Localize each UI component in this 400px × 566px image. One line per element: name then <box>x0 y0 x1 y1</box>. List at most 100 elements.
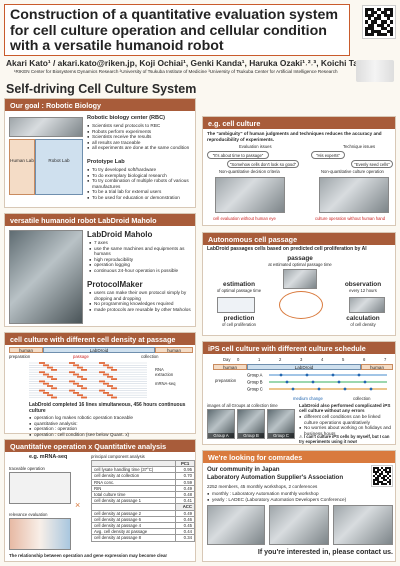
table-row: RNA conc.0.59 <box>90 478 195 486</box>
thumbnail-label: Group C <box>268 433 294 438</box>
passage-mark <box>99 371 105 374</box>
cycle-arrow-icon <box>279 291 323 319</box>
passage-mark <box>69 380 75 383</box>
density-labdroid-bar: LabDroid <box>43 347 155 353</box>
day-tick: 5 <box>342 357 345 362</box>
table-cell: 0.45 <box>175 522 195 530</box>
passage-mark <box>73 373 79 376</box>
comrades-stats: 2252 members, 45 monthly workshops, 2 co… <box>207 484 318 489</box>
ips-medium-change: medium change <box>293 396 323 401</box>
day-tick: 1 <box>258 357 261 362</box>
ips-section: iPS cell culture with different culture … <box>202 341 396 445</box>
list-item: No worries about working on holidays and… <box>299 425 393 436</box>
passage-mark <box>111 396 117 399</box>
estimation-sub: of optimal passage time <box>216 288 262 293</box>
passage-mark <box>81 396 87 399</box>
quant-eg: e.g. mRNA-seq <box>29 454 68 460</box>
bubble-seed-cells: "Evenly seed cells" <box>351 160 393 168</box>
observation-label: observation <box>344 281 382 288</box>
ips-human2-bar: human <box>361 364 393 370</box>
medium-change-mark <box>291 387 295 391</box>
workshop-photo-2 <box>269 505 329 545</box>
medium-change-mark <box>279 373 283 377</box>
estimation-label: estimation <box>223 281 255 288</box>
auto-subtitle: LabDroid passages cells based on predict… <box>207 246 367 252</box>
passage-mark <box>77 385 83 387</box>
group-thumbnail: Group B <box>237 409 265 439</box>
eg-section: e.g. cell culture The "ambiguity" of hum… <box>202 116 396 226</box>
medium-change-mark <box>357 373 361 377</box>
comrades-title: Our community in Japan <box>207 466 280 473</box>
rbc-list: Scientists send protocols to RBCRobots p… <box>87 123 195 151</box>
list-item: 7 axes <box>89 240 193 246</box>
mrna-seq: mRNA-seq <box>155 381 176 386</box>
proto-list: To try developed soft/hardwareTo do exem… <box>87 167 195 200</box>
quant-footer: The relationship between operation and g… <box>9 553 168 558</box>
prediction-chart-image <box>217 297 255 313</box>
passage-mark <box>77 394 83 397</box>
passage-sub: at estimated optimal passage time <box>268 262 332 267</box>
human-lab-label: Human Lab <box>10 158 34 163</box>
density-heading: cell culture with different cell density… <box>5 333 195 345</box>
calculation-label: calculation <box>346 315 380 322</box>
passage-mark <box>73 364 79 367</box>
density-schedule-chart <box>29 362 147 399</box>
list-item: No programming knowledges required <box>89 301 193 307</box>
passage-mark <box>107 366 113 369</box>
operation-log-image <box>9 472 71 504</box>
robot-lab-label: Robot Lab <box>48 158 70 163</box>
maholo-list: 7 axesuse the same machines and equipmen… <box>89 240 193 273</box>
passage-mark <box>107 385 113 387</box>
table-cell: 0.49 <box>175 484 195 493</box>
passage-mark <box>99 362 105 364</box>
table-cell: 0.41 <box>175 497 195 505</box>
table-cell: cell density at passage 6 <box>90 515 177 524</box>
passage-mark <box>107 375 113 378</box>
passage-mark <box>111 387 117 390</box>
passage-mark <box>39 380 45 383</box>
ips-heading: iPS cell culture with different culture … <box>203 342 395 354</box>
tech-label: Technique issues <box>343 144 376 149</box>
passage-mark <box>47 394 53 397</box>
auto-heading: Autonomous cell passage <box>203 233 395 245</box>
prediction-label: prediction <box>223 315 255 322</box>
ips-labdroid-bar: LabDroid <box>247 364 361 370</box>
table-cell: cell density at collection <box>90 472 177 480</box>
list-item: operation : operation <box>29 426 189 432</box>
passage-mark <box>99 380 105 383</box>
passage-mark <box>81 387 87 390</box>
caption-operation: Non-quantitative culture operation <box>321 169 384 174</box>
list-item: all results are traceable <box>87 140 195 146</box>
passage-mark <box>99 389 105 392</box>
list-item: monthly : Laboratory Automation monthly … <box>207 491 393 497</box>
list-item: Scientists receive the results <box>87 134 195 140</box>
list-item: high reproducibility <box>89 257 193 263</box>
qr-code-small-icon <box>371 465 393 487</box>
ips-result-list: different cell conditions can be linked … <box>299 414 393 436</box>
eval-label: Evaluation issues <box>239 144 272 149</box>
ips-day-label: Day <box>223 357 231 362</box>
maholo-section: versatile humanoid robot LabDroid Maholo… <box>4 213 196 327</box>
ips-human-bar: human <box>213 364 247 370</box>
density-preparation: preparation <box>9 354 31 359</box>
table-cell: Avg. cell density at passage <box>90 528 177 536</box>
passage-mark <box>73 382 79 385</box>
poster-title: Construction of a quantitative evaluatio… <box>10 7 338 54</box>
list-item: operation log makes robotic operation tr… <box>29 415 189 421</box>
list-item: Scientists send protocols to RBC <box>87 123 195 129</box>
ips-result-title: LabDroid also performed complicated iPS … <box>299 403 391 414</box>
day-tick: 3 <box>300 357 303 362</box>
list-item: all experiments are done at the same con… <box>87 145 195 151</box>
workshop-photo-1 <box>207 505 265 545</box>
density-section: cell culture with different cell density… <box>4 332 196 437</box>
table-header: PC1 <box>175 459 195 468</box>
list-item: To be used for education or demonstratio… <box>87 195 195 201</box>
day-tick: 4 <box>321 357 324 362</box>
passage-mark <box>47 375 53 378</box>
caption-decision: Non-quantitative decision criteria <box>219 169 280 174</box>
